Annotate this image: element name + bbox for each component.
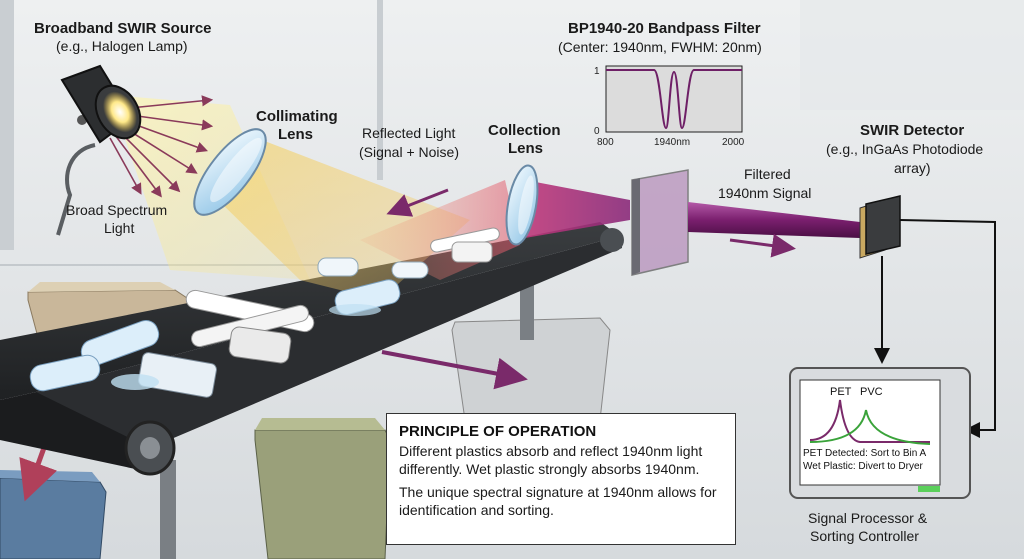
- monitor-status2: Wet Plastic: Divert to Dryer: [803, 461, 923, 472]
- processor-line2: Sorting Controller: [810, 528, 919, 544]
- processor-line1: Signal Processor &: [808, 510, 928, 526]
- monitor-icon: [789, 367, 971, 499]
- detector-line2: (e.g., InGaAs Photodiode: [826, 141, 984, 157]
- filtered-line2: 1940nm Signal: [718, 185, 812, 201]
- reflected-arrow: [386, 188, 449, 217]
- wall-pillar: [0, 0, 14, 250]
- wire-return: [899, 219, 996, 438]
- filter-transmission-plot: [605, 65, 743, 133]
- filtered-line1: Filtered: [744, 166, 791, 182]
- monitor-label-pvc: PVC: [860, 386, 883, 398]
- broad-light-line2: Light: [104, 220, 135, 236]
- principle-paragraph-1: Different plastics absorb and reflect 19…: [399, 443, 703, 477]
- reflected-line1: Reflected Light: [362, 125, 456, 141]
- principle-title: PRINCIPLE OF OPERATION: [399, 423, 597, 440]
- monitor-label-pet: PET: [830, 386, 852, 398]
- collection-lens-line1: Collection: [488, 122, 561, 139]
- principle-paragraph-2: The unique spectral signature at 1940nm …: [399, 484, 717, 518]
- principle-box: PRINCIPLE OF OPERATION Different plastic…: [386, 413, 736, 545]
- source-title: Broadband SWIR Source: [34, 20, 212, 37]
- broad-light-rays: [109, 95, 214, 198]
- collimating-lens-icon: [193, 128, 267, 216]
- filter-title: BP1940-20 Bandpass Filter: [568, 20, 761, 37]
- halogen-lamp-icon: [60, 64, 142, 144]
- filter-tick-y-top: 1: [594, 66, 600, 77]
- swir-detector-icon: [859, 195, 901, 259]
- collection-lens-icon: [505, 164, 539, 246]
- bandpass-filter-icon: [631, 169, 689, 276]
- collimating-lens-line2: Lens: [278, 126, 314, 143]
- lamp-arm: [56, 143, 96, 236]
- filter-tick-x-mid: 1940nm: [654, 137, 691, 148]
- plastic-items: [29, 227, 500, 398]
- source-subtitle: (e.g., Halogen Lamp): [56, 38, 188, 54]
- filter-tick-x-left: 800: [597, 137, 614, 148]
- filter-tick-x-right: 2000: [722, 137, 745, 148]
- filter-tick-y-bottom: 0: [594, 126, 600, 137]
- belt-direction-arrow: [381, 350, 528, 390]
- detector-title: SWIR Detector: [860, 122, 965, 139]
- bin-blue: [0, 470, 107, 559]
- reflected-line2: (Signal + Noise): [359, 144, 459, 160]
- bin-green: [254, 418, 391, 559]
- filtered-beam: [688, 202, 860, 238]
- collimating-lens-line1: Collimating: [256, 108, 338, 125]
- filter-subtitle: (Center: 1940nm, FWHM: 20nm): [558, 39, 762, 55]
- detector-line3: array): [894, 160, 931, 176]
- collected-beam: [525, 180, 630, 238]
- bin-down-arrow: [19, 444, 58, 502]
- collection-lens-line2: Lens: [508, 140, 544, 157]
- broad-light-line1: Broad Spectrum: [66, 202, 168, 218]
- monitor-status1: PET Detected: Sort to Bin A: [803, 448, 927, 459]
- conveyor-leg: [160, 460, 176, 559]
- filtered-arrow: [729, 233, 796, 258]
